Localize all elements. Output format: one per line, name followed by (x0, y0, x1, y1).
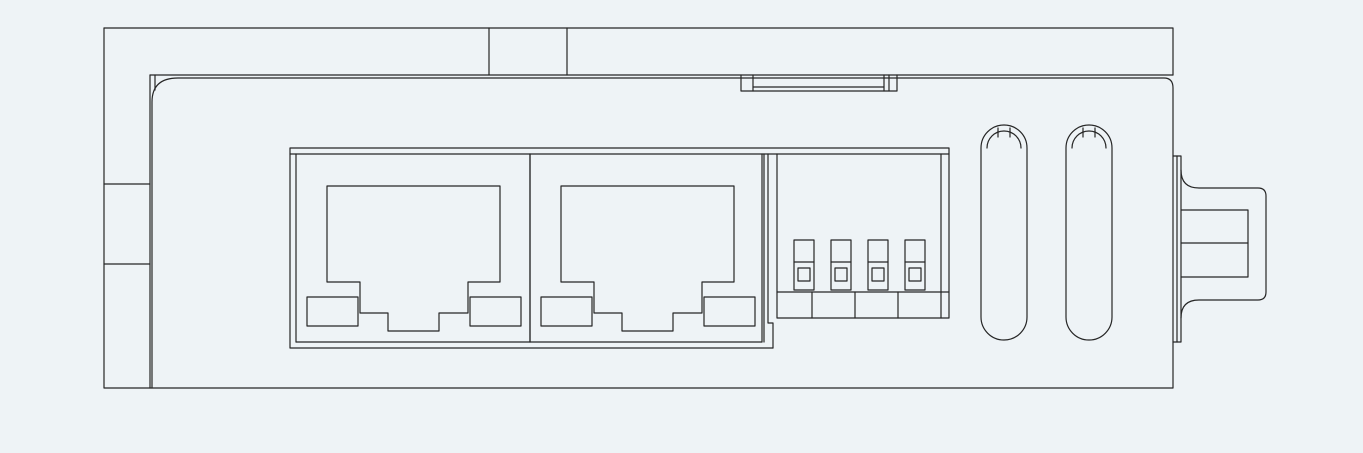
dip-switch-3 (867, 239, 889, 291)
dip-switch-1 (793, 239, 815, 291)
rj45-port-2 (529, 153, 765, 343)
mounting-slot-2 (1065, 124, 1113, 341)
led-left (540, 296, 593, 327)
rear-frame (103, 27, 1174, 389)
dip-switch-2 (830, 239, 852, 291)
led-left (306, 296, 359, 327)
rj45-ports (306, 153, 765, 343)
side-connector (1172, 155, 1267, 343)
mounting-slot-1 (980, 124, 1028, 341)
main-housing (151, 77, 1174, 389)
dip-switch-4 (904, 239, 926, 291)
led-right (469, 296, 522, 327)
terminal-block (761, 153, 950, 349)
led-right (703, 296, 756, 327)
mounting-slots (980, 124, 1113, 341)
dip-switches (793, 239, 926, 291)
rj45-socket (326, 185, 501, 332)
rj45-socket (560, 185, 735, 332)
